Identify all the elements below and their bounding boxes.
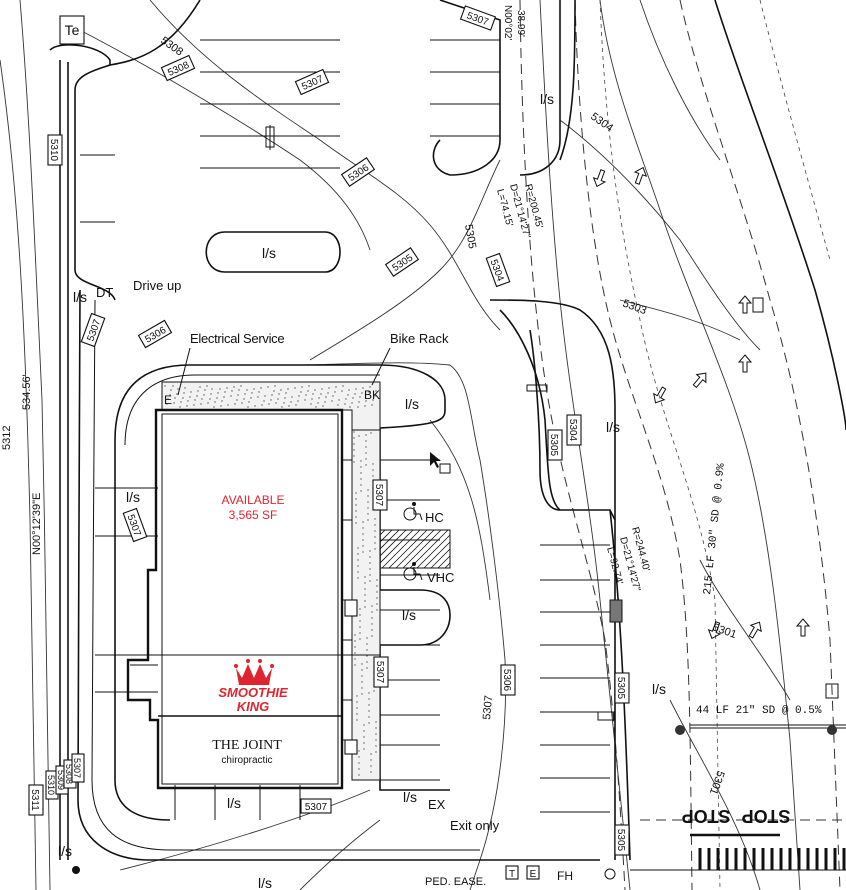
- contour-text-5308: 5308: [158, 35, 185, 59]
- ls-label-5: l/s: [606, 419, 620, 435]
- contour-text-5303: 5303: [621, 298, 648, 318]
- contour-text-5304: 5304: [588, 111, 615, 135]
- smoothie-king-logo: SMOOTHIE KING: [218, 659, 288, 714]
- exit-only-label: Exit only: [450, 818, 500, 833]
- contour-labels: 5307 5308 5307 5306 5305 5306 5307 5310 …: [28, 5, 630, 856]
- contour-label-5305-c: 5305: [615, 677, 626, 700]
- ls-label-6: l/s: [126, 489, 140, 505]
- ls-label-11: l/s: [58, 843, 72, 859]
- ex-label: EX: [428, 797, 446, 812]
- e-label: E: [164, 393, 172, 407]
- contour-label-5311: 5311: [29, 789, 40, 811]
- contour-label-5307-h: 5307: [72, 758, 82, 778]
- landscape-islands: [205, 125, 341, 273]
- contour-text-5301: 5301: [711, 622, 738, 642]
- storm-drain-label-2: 44 LF 21" SD @ 0.5%: [696, 705, 822, 717]
- sidewalk: [161, 381, 381, 781]
- contour-text-5312: 5312: [1, 426, 13, 450]
- contour-label-5305-d: 5305: [615, 829, 626, 852]
- contour-label-5307-f: 5307: [374, 661, 385, 684]
- topographic-contours: [0, 0, 801, 890]
- bike-rack-label: Bike Rack: [390, 331, 449, 346]
- bk-label: BK: [364, 388, 380, 402]
- t-box-label: T: [509, 869, 515, 880]
- smoothie-king-line2: KING: [237, 699, 270, 714]
- site-symbols: [72, 297, 839, 880]
- contour-label-5310-b: 5310: [46, 775, 56, 795]
- accessible-aisle-hatch: [379, 529, 451, 569]
- e-box-label: E: [530, 869, 537, 880]
- curb-lines: [49, 0, 631, 861]
- ls-label-7: l/s: [402, 607, 416, 623]
- crosswalk: [698, 848, 846, 870]
- unit-status: AVAILABLE: [222, 493, 285, 507]
- unit-area: 3,565 SF: [229, 508, 278, 522]
- ls-label-10: l/s: [403, 789, 417, 805]
- contour-label-5308: 5308: [166, 60, 191, 79]
- ls-label-4: l/s: [405, 396, 419, 412]
- contour-label-5307-e: 5307: [373, 484, 384, 507]
- drive-up-label: Drive up: [133, 278, 181, 293]
- contour-text-5307: 5307: [481, 695, 495, 720]
- parking-stalls: [80, 39, 610, 820]
- stop-marking-2: STOP: [742, 806, 791, 826]
- ls-label-9: l/s: [227, 795, 241, 811]
- traffic-arrows: [592, 166, 811, 640]
- roadway-lines: [519, 0, 846, 890]
- building: [126, 408, 380, 790]
- survey-bearing-left: N00°12'39"E: [31, 493, 43, 555]
- the-joint-line1: THE JOINT: [212, 738, 282, 753]
- contour-label-5310: 5310: [48, 139, 59, 162]
- electrical-service-label: Electrical Service: [190, 331, 284, 346]
- contour-label-5306-c: 5306: [501, 669, 512, 692]
- contour-label-5307-g: 5307: [305, 802, 328, 813]
- ls-label-1: l/s: [540, 91, 554, 107]
- vhc-label: VHC: [427, 570, 454, 585]
- accessible-parking-icon: [403, 502, 423, 521]
- ls-label-12: l/s: [258, 875, 272, 890]
- contour-label-5308-b: 5308: [64, 764, 74, 784]
- ped-ease-label: PED. EASE.: [425, 876, 486, 888]
- survey-dist-top: 38.99': [515, 10, 526, 37]
- contour-text-5301-b: 5301: [707, 769, 727, 796]
- cursor-box-icon: [439, 463, 451, 474]
- dt-label: DT: [96, 285, 113, 300]
- ls-label-3: l/s: [73, 289, 87, 305]
- cursor-icon: [430, 452, 441, 468]
- landscape-labels: l/s l/s l/s l/s l/s l/s l/s l/s l/s l/s …: [58, 91, 666, 890]
- ls-label-8: l/s: [652, 681, 666, 697]
- the-joint-line2: chiropractic: [221, 755, 272, 766]
- smoothie-king-line1: SMOOTHIE: [218, 685, 288, 700]
- survey-dist-left: 534.56': [21, 374, 33, 410]
- storm-drain-label-1: 215 LF 30" SD @ 0.9%: [702, 462, 728, 595]
- accessible-van-parking-icon: [403, 562, 423, 581]
- ls-label-2: l/s: [262, 245, 276, 261]
- contour-text-5305: 5305: [462, 223, 478, 249]
- the-joint-logo: THE JOINT chiropractic: [212, 738, 282, 766]
- te-label: Te: [65, 22, 80, 38]
- contour-label-5307-b: 5307: [300, 74, 325, 93]
- hc-label: HC: [425, 510, 444, 525]
- contour-label-5309: 5309: [56, 770, 66, 790]
- fh-label: FH: [557, 869, 573, 883]
- survey-bearing-top: N00°02': [502, 5, 513, 40]
- stop-marking-1: STOP: [682, 806, 731, 826]
- contour-label-5305-b: 5305: [548, 434, 559, 457]
- contour-label-5304-b: 5304: [567, 419, 578, 442]
